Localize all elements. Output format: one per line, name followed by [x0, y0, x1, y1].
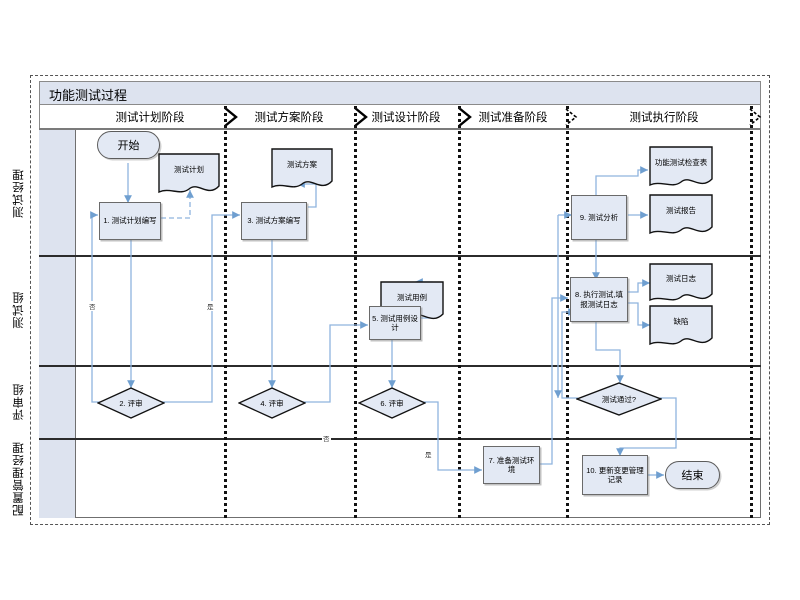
process-9-test-analysis[interactable]: 9. 测试分析 — [571, 195, 627, 240]
phase-chevron-2 — [354, 107, 368, 127]
document-test-report[interactable]: 测试报告 — [649, 194, 713, 238]
document-defect[interactable]: 缺陷 — [649, 305, 713, 349]
process-10-update-change-record[interactable]: 10. 更新变更管理记录 — [582, 455, 648, 495]
phase-label-3: 测试设计阶段 — [371, 112, 441, 124]
decision-6-review[interactable]: 6. 评审 — [358, 387, 426, 419]
decision-test-passed[interactable]: 测试通过? — [576, 382, 662, 416]
process-7-prepare-test-env[interactable]: 7. 准备测试环境 — [483, 446, 540, 484]
lane-label-review-team: 评审组 — [12, 382, 25, 421]
document-test-scheme-label: 测试方案 — [287, 159, 317, 169]
phase-chevron-1 — [224, 107, 238, 127]
document-test-log-label: 测试日志 — [666, 274, 696, 284]
process-8-execute-test-fill-log[interactable]: 8. 执行测试,填报测试日志 — [570, 277, 628, 322]
decision-6-label: 6. 评审 — [380, 398, 404, 408]
decision-2-review[interactable]: 2. 评审 — [97, 387, 165, 419]
phase-divider-3 — [458, 106, 461, 518]
phase-chevron-4 — [565, 108, 578, 126]
decision-test-passed-label: 测试通过? — [601, 394, 637, 404]
phase-divider-4 — [566, 106, 569, 518]
document-test-case-label: 测试用例 — [397, 292, 427, 302]
phase-label-2: 测试方案阶段 — [254, 112, 324, 124]
lane-divider-3 — [39, 438, 761, 440]
document-test-plan[interactable]: 测试计划 — [158, 153, 220, 197]
decision-4-label: 4. 评审 — [260, 398, 284, 408]
document-defect-label: 缺陷 — [673, 316, 689, 326]
phase-header-band — [39, 105, 761, 129]
terminator-start[interactable]: 开始 — [97, 131, 160, 159]
page-title: 功能测试过程 — [49, 88, 128, 103]
edge-label-yes-1: 是 — [206, 301, 215, 311]
lane-label-config-manager: 配置管理经理 — [12, 440, 25, 516]
phase-header-underline — [39, 128, 761, 130]
lane-label-test-manager: 测试经理 — [12, 167, 25, 218]
phase-chevron-3 — [458, 107, 472, 127]
decision-4-review[interactable]: 4. 评审 — [238, 387, 306, 419]
process-3-write-test-scheme[interactable]: 3. 测试方案编写 — [241, 202, 307, 240]
lane-label-column — [39, 130, 76, 518]
edge-label-no-2: 否 — [322, 433, 331, 443]
process-5-test-case-design[interactable]: 5. 测试用例设计 — [369, 306, 421, 340]
document-test-scheme[interactable]: 测试方案 — [271, 148, 333, 192]
terminator-end[interactable]: 结束 — [665, 461, 720, 489]
document-test-log[interactable]: 测试日志 — [649, 263, 713, 305]
document-test-report-label: 测试报告 — [666, 205, 696, 215]
lane-divider-2 — [39, 365, 761, 367]
phase-label-5: 测试执行阶段 — [629, 112, 699, 124]
document-function-test-checklist[interactable]: 功能测试检查表 — [649, 146, 713, 190]
edge-label-yes-2: 是 — [424, 449, 433, 459]
phase-chevron-5 — [749, 108, 762, 126]
lane-divider-1 — [39, 255, 761, 257]
lane-label-test-team: 测试组 — [12, 291, 25, 329]
phase-label-1: 测试计划阶段 — [115, 112, 185, 124]
diagram-outer-frame — [30, 75, 770, 525]
decision-2-label: 2. 评审 — [119, 398, 143, 408]
process-1-write-test-plan[interactable]: 1. 测试计划编写 — [99, 202, 161, 240]
diagram-title-band: 功能测试过程 — [39, 81, 761, 105]
phase-divider-5 — [750, 106, 753, 518]
phase-label-4: 测试准备阶段 — [478, 112, 548, 124]
phase-divider-1 — [224, 106, 227, 518]
phase-divider-2 — [354, 106, 357, 518]
document-checklist-label: 功能测试检查表 — [654, 157, 708, 167]
document-test-plan-label: 测试计划 — [174, 164, 204, 174]
edge-label-no-1: 否 — [88, 301, 97, 311]
